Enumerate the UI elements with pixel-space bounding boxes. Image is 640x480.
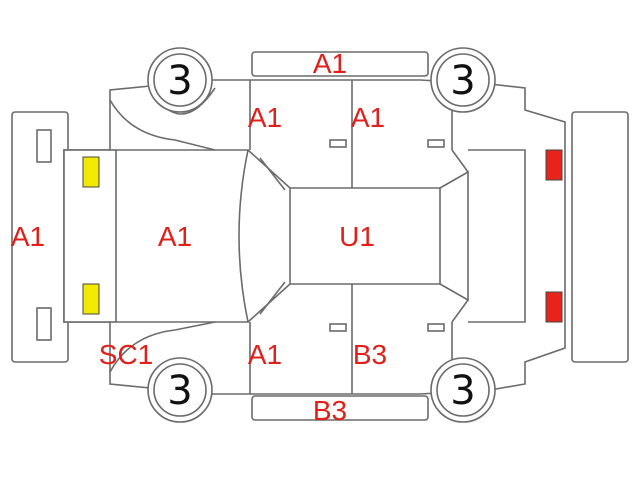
door-handle: [329, 323, 347, 332]
rear-lamp-top: [545, 149, 563, 181]
wheel-condition-number: 3: [167, 368, 192, 414]
mark-roof: U1: [339, 221, 375, 252]
wheel-front-left: 3: [147, 47, 213, 113]
rear-bumper: [571, 111, 629, 363]
front-lamp-top: [82, 156, 100, 188]
mark-rear-left-door: A1: [351, 102, 385, 133]
mark-front-right-door: A1: [248, 339, 282, 370]
wheel-rear-left: 3: [430, 47, 496, 113]
wheel-front-right: 3: [147, 357, 213, 423]
car-body: [63, 79, 566, 395]
mark-hood: A1: [158, 221, 192, 252]
mark-front-left-door: A1: [248, 102, 282, 133]
mark-top-panel: A1: [313, 48, 347, 79]
mark-rear-right-door: B3: [353, 339, 387, 370]
mark-front-bumper: A1: [11, 221, 45, 252]
door-handle: [427, 323, 445, 332]
door-handle: [329, 139, 347, 148]
wheel-condition-number: 3: [450, 58, 475, 104]
rear-lamp-bottom: [545, 291, 563, 323]
door-handle: [427, 139, 445, 148]
wheel-condition-number: 3: [450, 368, 475, 414]
mark-bottom-panel: B3: [313, 395, 347, 426]
wheel-condition-number: 3: [167, 58, 192, 104]
front-lamp-bottom: [82, 283, 100, 315]
mark-front-right-corner: SC1: [99, 339, 153, 370]
bottom-side-panel: [251, 395, 429, 421]
top-side-panel: [251, 51, 429, 77]
wheel-rear-right: 3: [430, 357, 496, 423]
